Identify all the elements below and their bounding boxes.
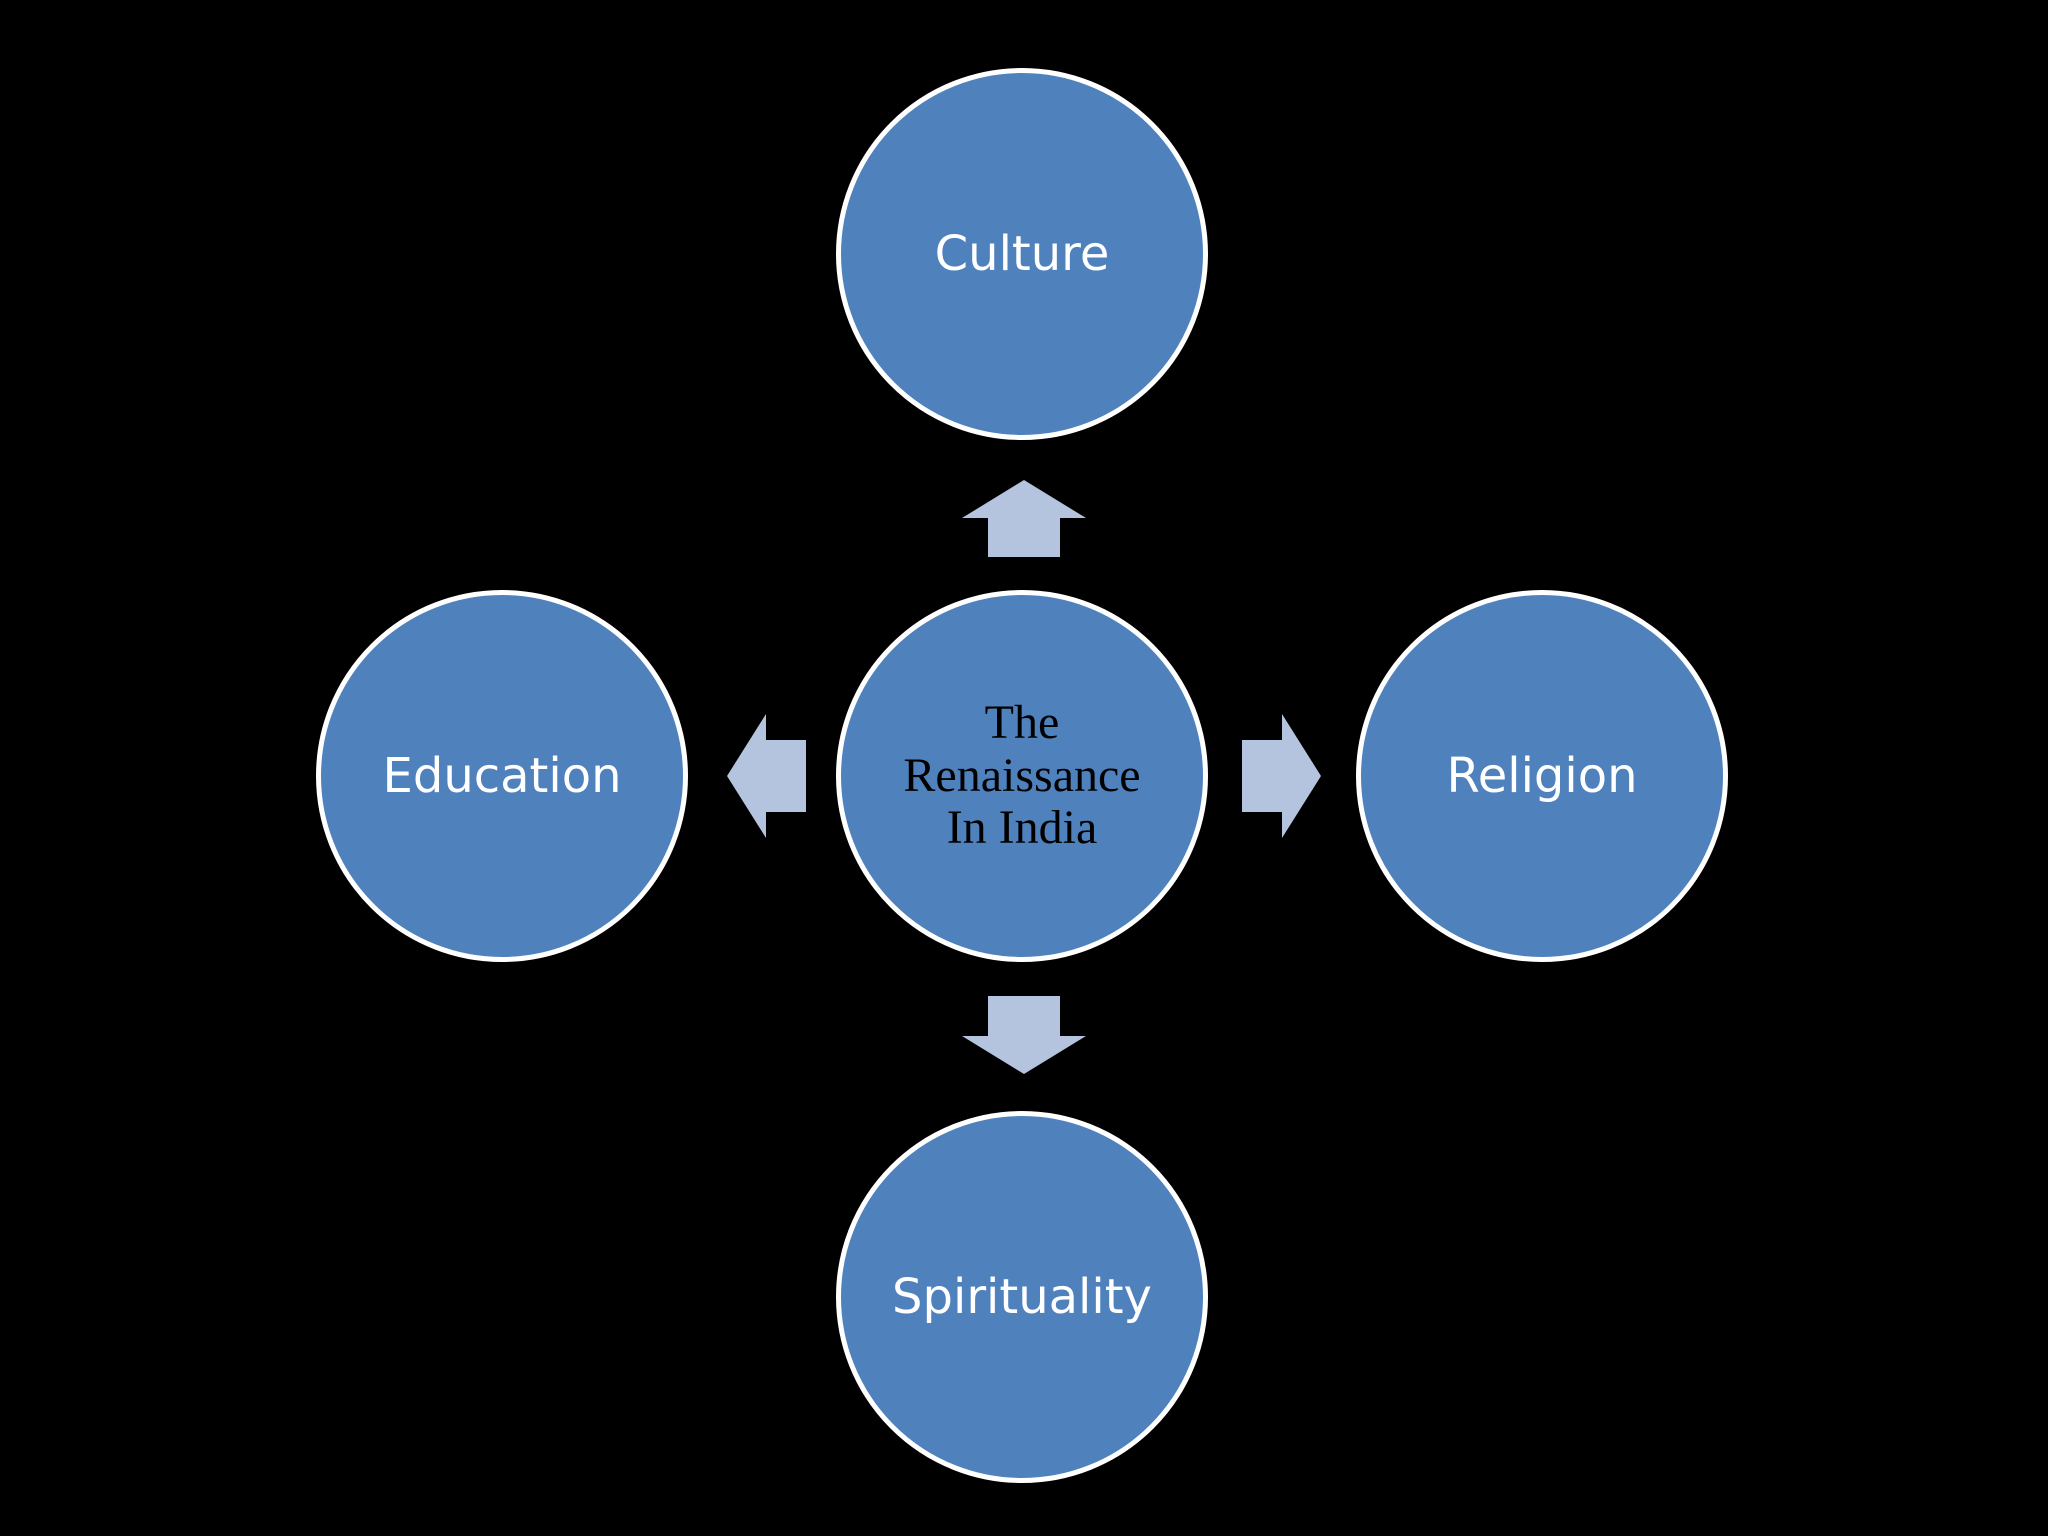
node-religion: Religion: [1356, 590, 1728, 962]
node-religion-label: Religion: [1446, 747, 1638, 804]
arrow-left-icon: [727, 714, 806, 838]
node-spirituality-label: Spirituality: [892, 1268, 1152, 1325]
center-label-line-1: The: [984, 695, 1060, 749]
node-education: Education: [316, 590, 688, 962]
node-spirituality: Spirituality: [836, 1111, 1208, 1483]
arrow-down-icon: [962, 996, 1086, 1074]
node-education-label: Education: [382, 747, 622, 804]
node-culture: Culture: [836, 68, 1208, 440]
arrow-right-icon: [1242, 714, 1321, 838]
arrow-up-icon: [962, 480, 1086, 557]
node-center: The Renaissance In India: [836, 590, 1208, 962]
center-label-line-2: Renaissance: [903, 748, 1141, 802]
center-label-line-3: In India: [946, 801, 1098, 855]
center-label: The Renaissance In India: [903, 695, 1141, 855]
node-culture-label: Culture: [934, 225, 1110, 282]
